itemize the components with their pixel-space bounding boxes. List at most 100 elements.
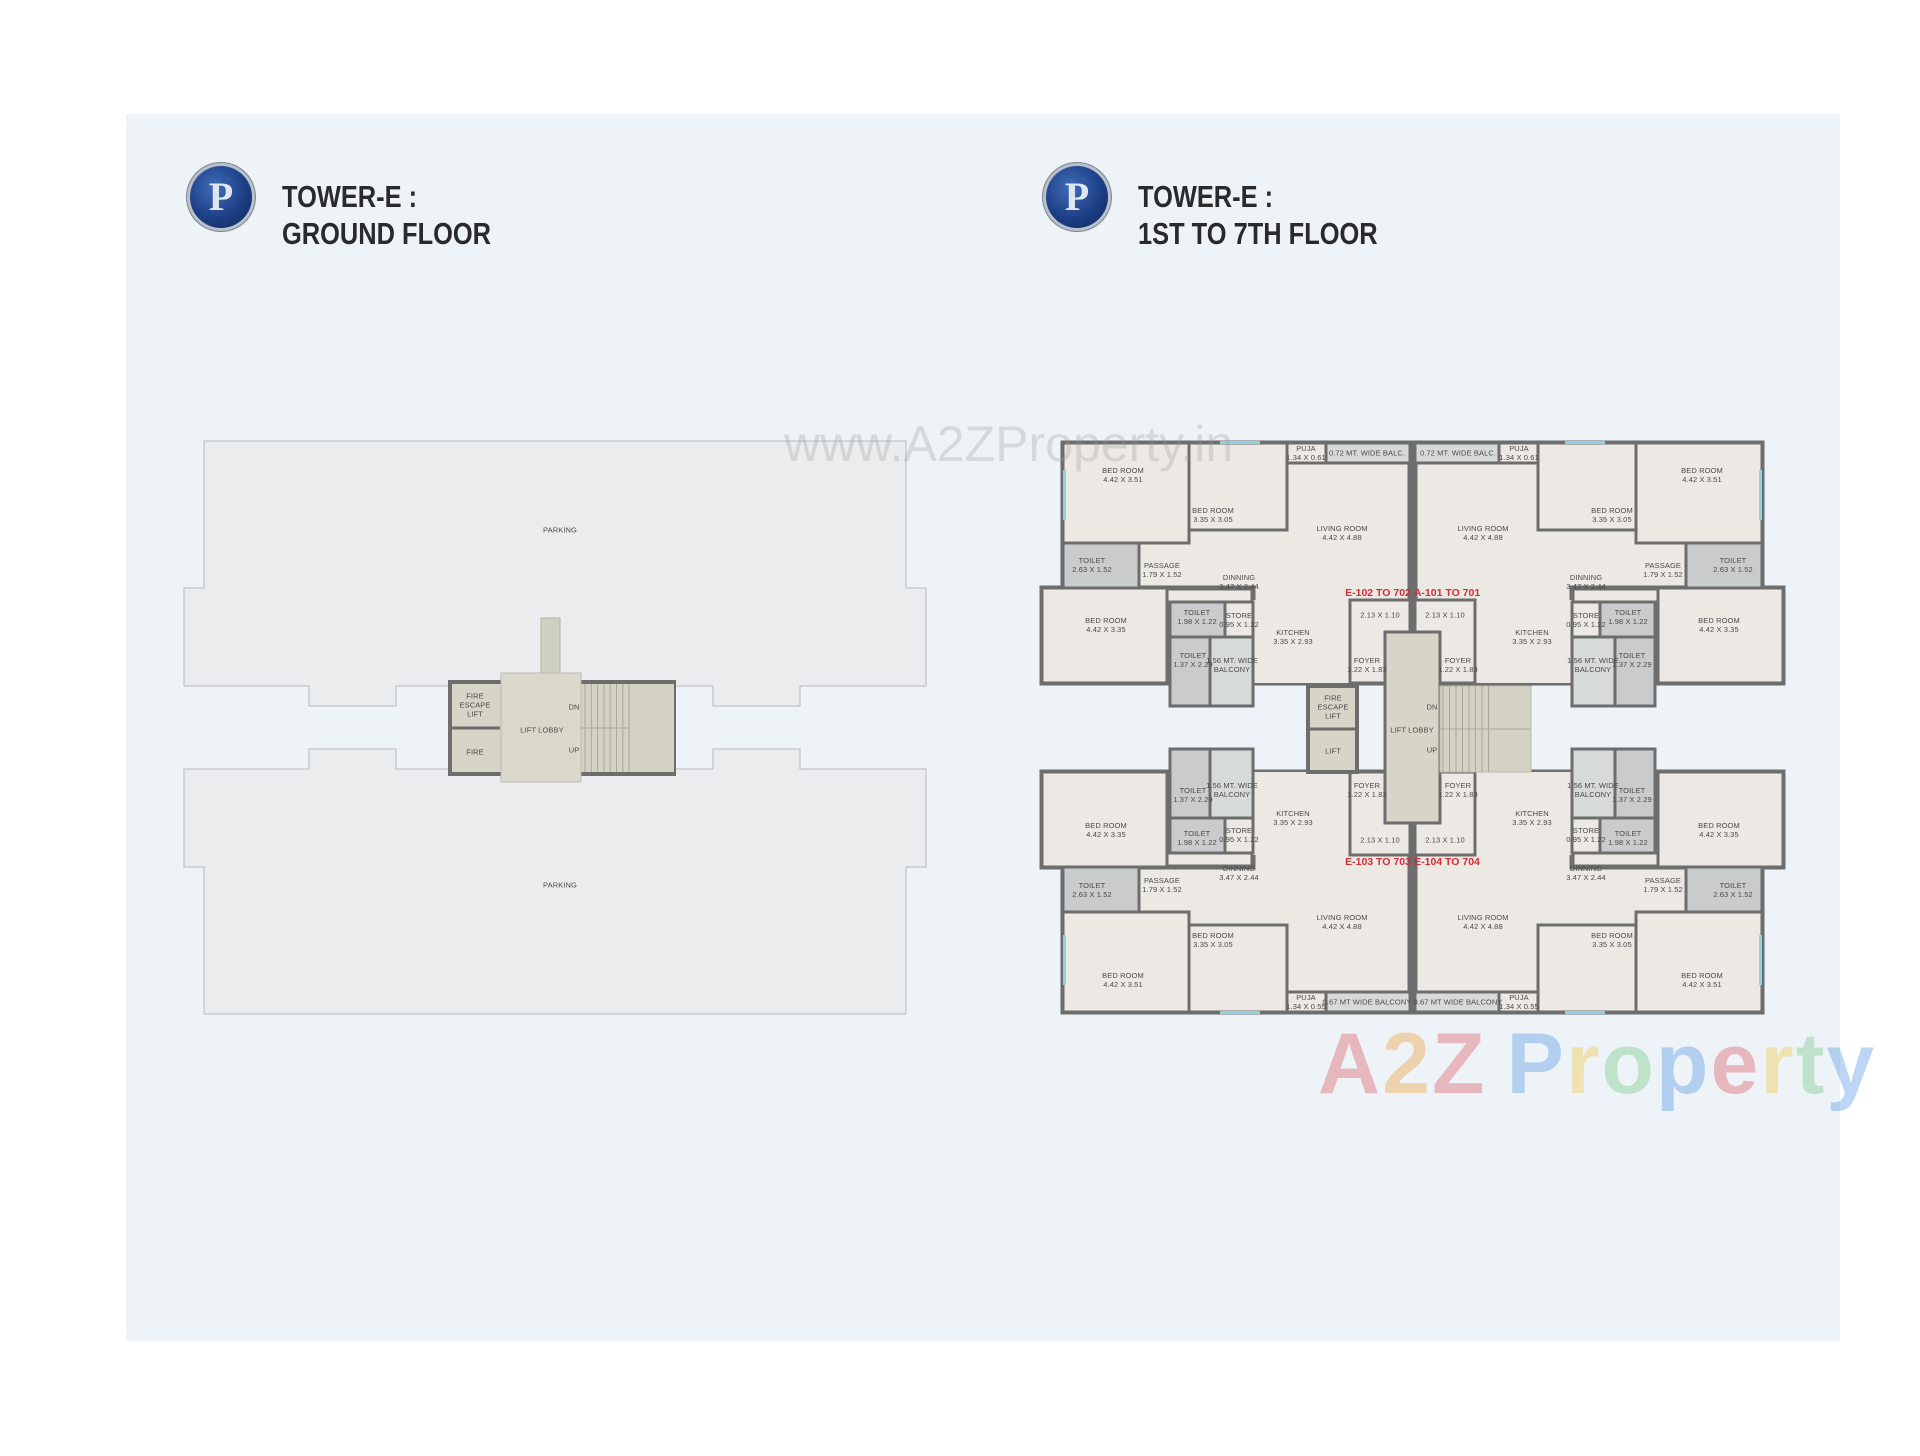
room-label: 0.67 MT WIDE BALCONY — [1323, 998, 1412, 1007]
room-name: BED ROOM — [1591, 506, 1633, 515]
room-size: 4.42 X 3.51 — [1103, 475, 1143, 484]
room-size: 4.42 X 3.35 — [1086, 625, 1126, 634]
room-size: 1.22 X 1.83 — [1347, 790, 1387, 799]
room-size: 1.98 X 1.22 — [1608, 617, 1648, 626]
fire-escape-lift-label: FIRE ESCAPE LIFT — [458, 692, 492, 719]
room-size: 1.79 X 1.52 — [1142, 885, 1182, 894]
room-name: 0.67 MT WIDE BALCONY — [1322, 997, 1412, 1007]
logo-letter: P — [208, 174, 234, 219]
room-size: 1.79 X 1.52 — [1142, 570, 1182, 579]
room-size: 1.37 X 2.29 — [1173, 660, 1213, 669]
room-size: 1.79 X 1.52 — [1643, 885, 1683, 894]
apartment-unit — [1039, 440, 1413, 708]
room-size: 2.63 X 1.52 — [1072, 890, 1112, 899]
ground-lift-lobby — [500, 672, 582, 783]
room-name: PASSAGE — [1144, 876, 1180, 885]
room — [1570, 635, 1617, 708]
room-label: 2.13 X 1.10 — [1360, 836, 1399, 845]
room-size: BALCONY — [1574, 665, 1612, 674]
room-name: KITCHEN — [1276, 809, 1310, 818]
room-name: BED ROOM — [1192, 506, 1234, 515]
room-size: 0.95 X 1.22 — [1219, 620, 1259, 629]
room-label: 0.67 MT WIDE BALCONY — [1414, 998, 1503, 1007]
room-label: 2.13 X 1.10 — [1360, 611, 1399, 620]
lift-lobby-label: LIFT LOBBY — [1390, 726, 1433, 735]
brand-letter: 2 — [1382, 1016, 1432, 1112]
room-name: PUJA — [1509, 993, 1529, 1002]
room-label: 0.72 MT. WIDE BALC. — [1420, 449, 1496, 458]
logo-letter: P — [1064, 174, 1090, 219]
room-name: PASSAGE — [1645, 561, 1681, 570]
watermark-brand-logo: A2Z Property — [1318, 1015, 1876, 1114]
room-name: DINNING — [1222, 864, 1256, 873]
room-size: 2.63 X 1.52 — [1072, 565, 1112, 574]
room — [1570, 600, 1602, 639]
room-name: UP — [1426, 745, 1438, 755]
room-size: 4.42 X 4.88 — [1463, 533, 1503, 542]
room — [1168, 816, 1227, 855]
room-name: STORE — [1225, 611, 1253, 620]
room-size: 1.22 X 1.83 — [1347, 665, 1387, 674]
room-size: 3.35 X 3.05 — [1592, 940, 1632, 949]
room — [1634, 441, 1764, 545]
room-size: 1.34 X 0.55 — [1286, 1002, 1326, 1011]
room-size: BALCONY — [1574, 790, 1612, 799]
room-name: PUJA — [1509, 444, 1529, 453]
room-name: LIFT LOBBY — [1390, 725, 1434, 735]
stairs-up-label: UP — [1427, 746, 1438, 755]
developer-logo-left: P — [190, 166, 252, 228]
room-name: BED ROOM — [1102, 466, 1144, 475]
room-name: 0.72 MT. WIDE BALC. — [1328, 448, 1406, 458]
room-name: TOILET — [1183, 829, 1211, 838]
room-name: TOILET — [1719, 556, 1747, 565]
room — [1208, 747, 1255, 820]
room-name: TOILET — [1078, 556, 1106, 565]
room-size: 3.35 X 2.93 — [1273, 818, 1313, 827]
room-name: TOILET — [1179, 786, 1207, 795]
room — [1168, 635, 1212, 708]
unit-number-label: E-102 TO 702 — [1345, 587, 1411, 599]
room-size: 1.37 X 2.29 — [1612, 795, 1652, 804]
room — [1187, 923, 1289, 1014]
apartment-unit — [1039, 747, 1413, 1015]
room-size: 3.35 X 3.05 — [1193, 940, 1233, 949]
room-name: KITCHEN — [1276, 628, 1310, 637]
typical-floor-title: TOWER-E : 1ST TO 7TH FLOOR — [1138, 178, 1378, 252]
room-name: KITCHEN — [1515, 628, 1549, 637]
room-label: 0.72 MT. WIDE BALC. — [1329, 449, 1405, 458]
room — [1187, 441, 1289, 532]
room-size: 1.22 X 1.83 — [1438, 665, 1478, 674]
room-size: 3.35 X 3.05 — [1193, 515, 1233, 524]
room-size: 4.42 X 3.35 — [1699, 625, 1739, 634]
room-name: BED ROOM — [1085, 821, 1127, 830]
parking-label: PARKING — [543, 526, 577, 535]
room-name: BED ROOM — [1681, 971, 1723, 980]
watermark-url: www.A2ZProperty.in — [784, 416, 1234, 472]
developer-logo-right: P — [1046, 166, 1108, 228]
stairs-down-label: DN — [568, 703, 579, 712]
room-label: 2.13 X 1.10 — [1425, 836, 1464, 845]
room-size: 0.95 X 1.22 — [1566, 835, 1606, 844]
room — [1061, 541, 1141, 590]
